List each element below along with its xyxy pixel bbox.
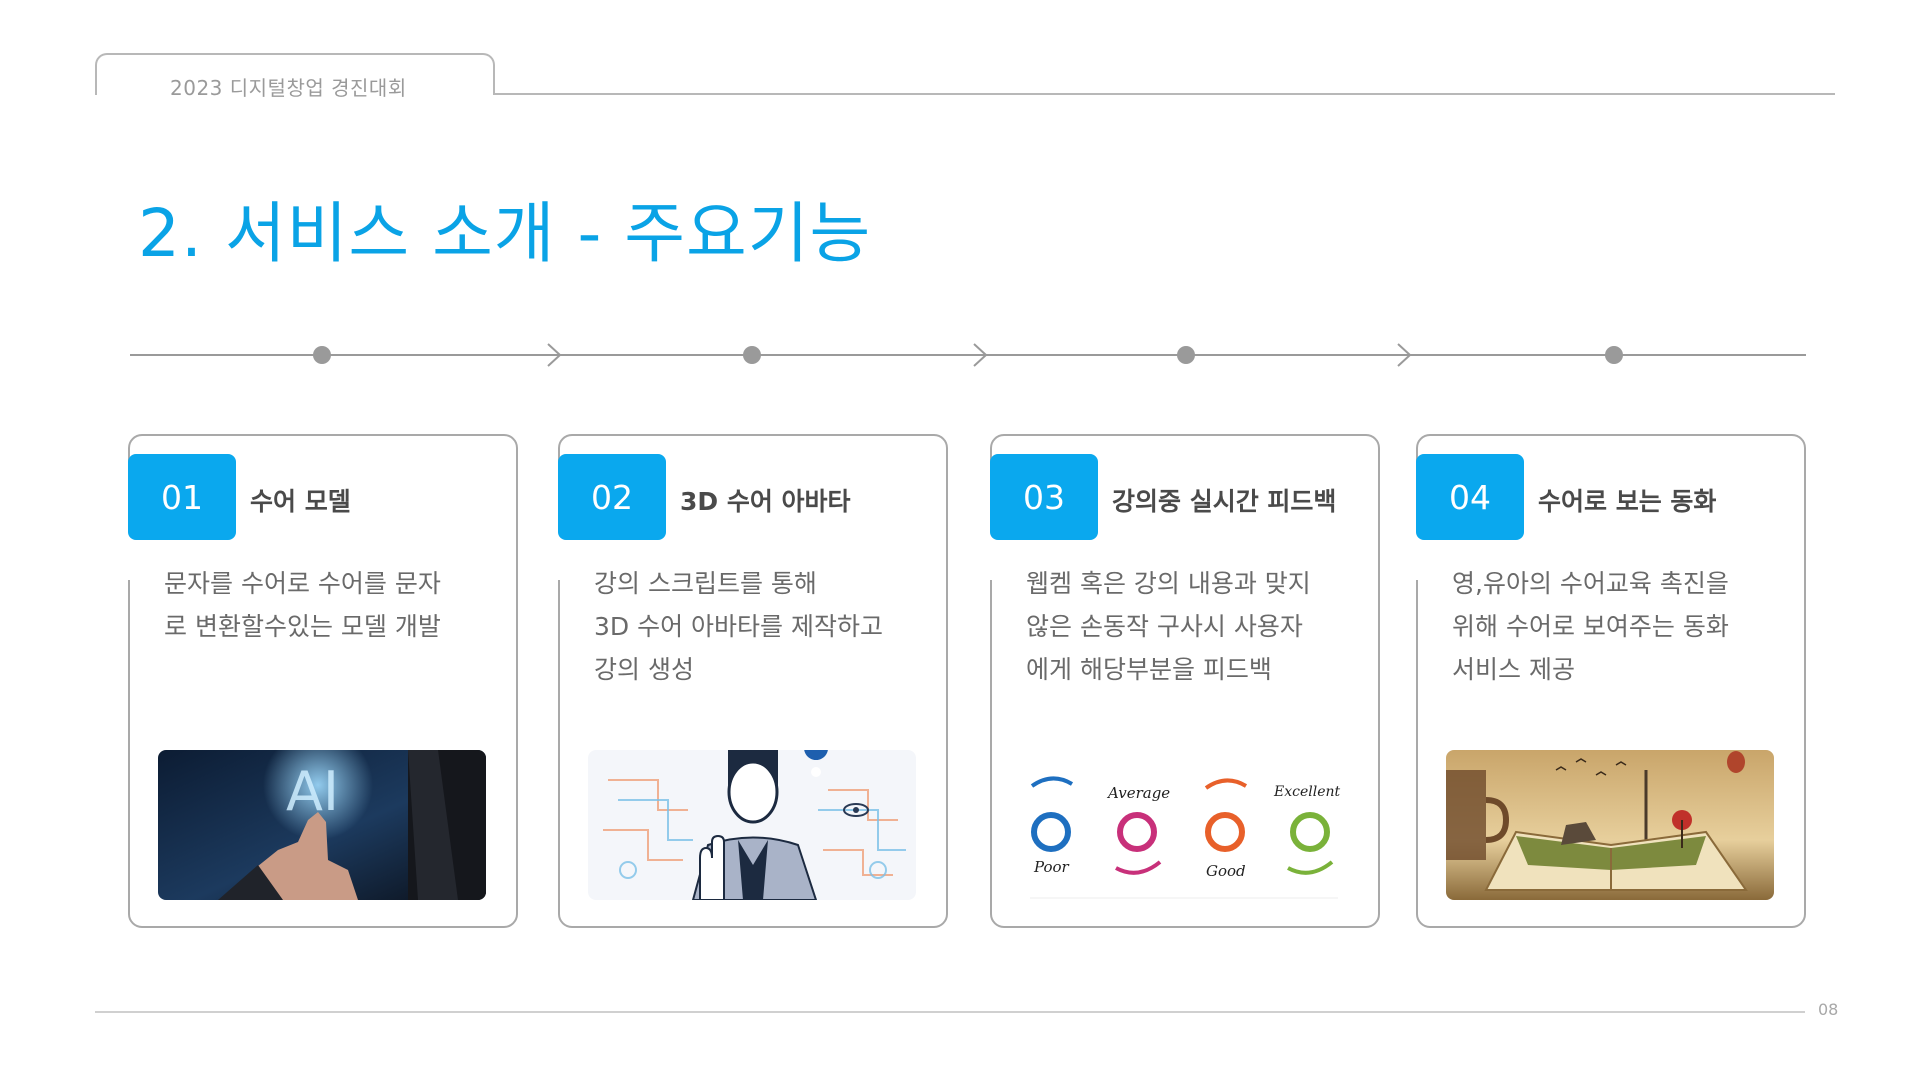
rating-excellent: Excellent (1273, 784, 1340, 875)
desc-line: 영,유아의 수어교육 촉진을 (1452, 569, 1729, 598)
rating-label: Poor (1033, 858, 1070, 876)
rating-scale-image: Poor Average Good Excellent (1020, 750, 1348, 900)
card-description: 영,유아의 수어교육 촉진을 위해 수어로 보여주는 동화 서비스 제공 (1452, 562, 1792, 691)
timeline-dot-2 (743, 346, 761, 364)
card-number-badge: 01 (128, 454, 236, 540)
page-number: 08 (1818, 1000, 1839, 1019)
card-description: 문자를 수어로 수어를 문자 로 변환할수있는 모델 개발 (164, 562, 504, 648)
timeline (130, 343, 1806, 367)
card-title: 수어로 보는 동화 (1538, 487, 1717, 516)
desc-line: 않은 손동작 구사시 사용자 (1026, 612, 1303, 641)
avatar-illustration (588, 750, 916, 900)
storybook-image (1446, 750, 1774, 900)
feature-card-2: 02 3D 수어 아바타 강의 스크립트를 통해 3D 수어 아바타를 제작하고… (557, 434, 948, 928)
timeline-dot-3 (1177, 346, 1195, 364)
card-title: 수어 모델 (250, 487, 351, 516)
rating-poor: Poor (1030, 776, 1074, 876)
desc-line: 위해 수어로 보여주는 동화 (1452, 612, 1729, 641)
desc-line: 서비스 제공 (1452, 655, 1575, 684)
card-title: 강의중 실시간 피드백 (1112, 487, 1337, 516)
header-tab (95, 53, 495, 95)
ai-overlay-text: AI (286, 760, 339, 823)
event-name: 2023 디지털창업 경진대회 (170, 76, 407, 100)
page-title: 2. 서비스 소개 - 주요기능 (138, 195, 872, 272)
timeline-dot-4 (1605, 346, 1623, 364)
chevron-right-icon (973, 343, 988, 367)
desc-line: 3D 수어 아바타를 제작하고 (594, 612, 883, 641)
ai-touch-image: AI (158, 750, 486, 900)
feature-card-1: 01 수어 모델 문자를 수어로 수어를 문자 로 변환할수있는 모델 개발 (127, 434, 518, 928)
rating-good: Good (1204, 778, 1248, 880)
desc-line: 웹켐 혹은 강의 내용과 맞지 (1026, 569, 1311, 598)
timeline-dot-1 (313, 346, 331, 364)
card-description: 강의 스크립트를 통해 3D 수어 아바타를 제작하고 강의 생성 (594, 562, 934, 691)
card-number-badge: 03 (990, 454, 1098, 540)
desc-line: 에게 해당부분을 피드백 (1026, 655, 1272, 684)
feature-card-3: 03 강의중 실시간 피드백 웹켐 혹은 강의 내용과 맞지 않은 손동작 구사… (989, 434, 1380, 928)
rating-label: Excellent (1273, 784, 1340, 800)
card-number-badge: 02 (558, 454, 666, 540)
rating-label: Average (1106, 784, 1170, 802)
rating-average: Average (1106, 784, 1170, 875)
header-divider (495, 93, 1835, 95)
footer-divider (95, 1011, 1805, 1013)
chevron-right-icon (1397, 343, 1412, 367)
desc-line: 문자를 수어로 수어를 문자 (164, 569, 441, 598)
card-title: 3D 수어 아바타 (680, 487, 851, 516)
card-description: 웹켐 혹은 강의 내용과 맞지 않은 손동작 구사시 사용자 에게 해당부분을 … (1026, 562, 1366, 691)
desc-line: 강의 생성 (594, 655, 694, 684)
card-number-badge: 04 (1416, 454, 1524, 540)
rating-label: Good (1206, 862, 1246, 880)
desc-line: 로 변환할수있는 모델 개발 (164, 612, 441, 641)
feature-card-4: 04 수어로 보는 동화 영,유아의 수어교육 촉진을 위해 수어로 보여주는 … (1415, 434, 1806, 928)
chevron-right-icon (547, 343, 562, 367)
desc-line: 강의 스크립트를 통해 (594, 569, 817, 598)
